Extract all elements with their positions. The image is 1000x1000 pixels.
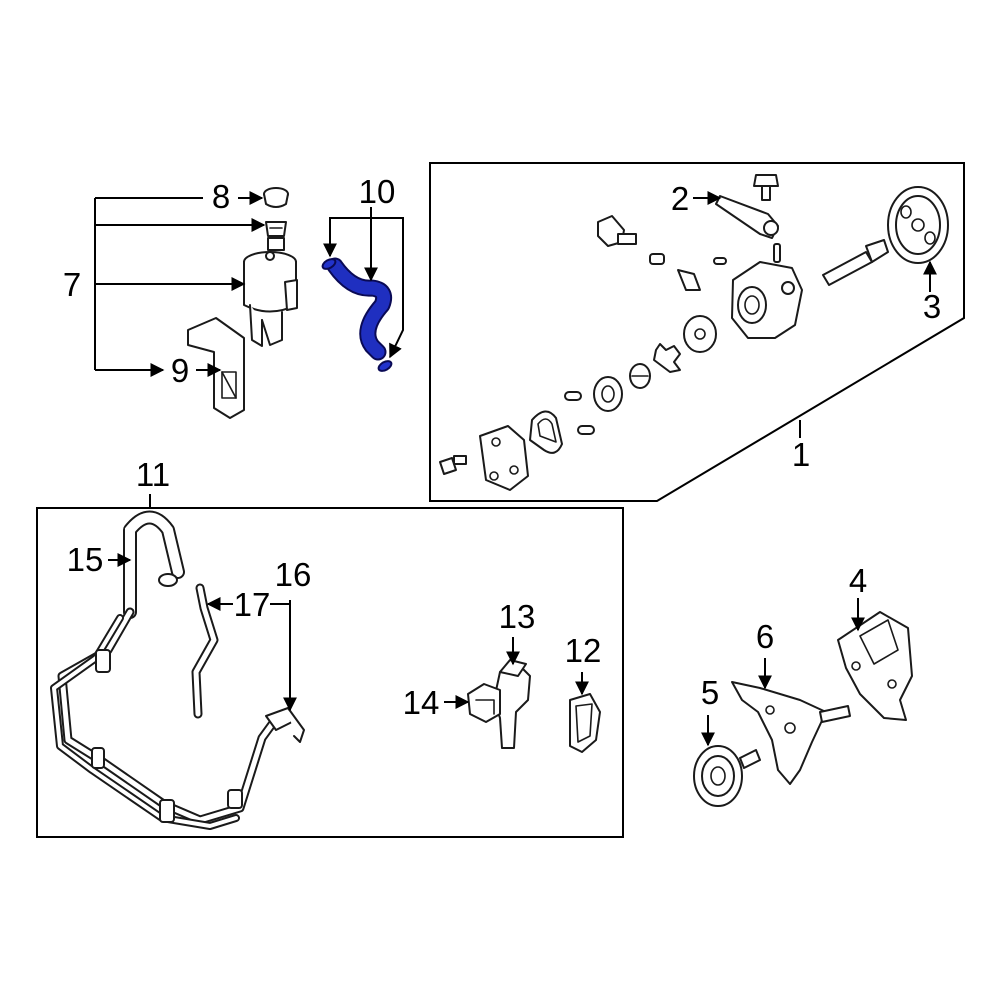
dowel-pin-b[interactable] xyxy=(577,425,595,435)
callout-14[interactable]: 14 xyxy=(403,684,440,721)
vane-rotor[interactable] xyxy=(629,363,651,389)
callout-13[interactable]: 13 xyxy=(499,598,536,635)
reservoir[interactable] xyxy=(243,237,298,347)
reservoir-filter[interactable] xyxy=(265,221,287,237)
leader-10-right xyxy=(371,217,404,359)
cover-bolt[interactable] xyxy=(439,455,467,475)
pressure-plate[interactable] xyxy=(593,376,623,412)
cooler-tube[interactable] xyxy=(191,583,219,719)
mounting-bracket[interactable] xyxy=(837,611,913,721)
callout-12[interactable]: 12 xyxy=(565,632,602,669)
rear-cover[interactable] xyxy=(479,425,529,491)
callout-16[interactable]: 16 xyxy=(275,556,312,593)
pump-body[interactable] xyxy=(731,261,803,339)
callout-6[interactable]: 6 xyxy=(756,618,774,655)
callout-3[interactable]: 3 xyxy=(923,288,941,325)
callout-7[interactable]: 7 xyxy=(63,266,81,303)
return-hose[interactable] xyxy=(123,510,185,619)
flow-control-valve[interactable] xyxy=(597,215,637,247)
pulley[interactable] xyxy=(887,186,949,264)
valve-spring[interactable] xyxy=(649,253,665,265)
valve-spool[interactable] xyxy=(677,269,701,291)
reservoir-cap[interactable] xyxy=(263,187,289,208)
adjuster-bracket[interactable] xyxy=(731,681,851,785)
reservoir-bracket[interactable] xyxy=(187,317,245,419)
idler-pulley[interactable] xyxy=(693,745,761,807)
drive-shaft[interactable] xyxy=(822,239,889,286)
callout-2[interactable]: 2 xyxy=(671,180,689,217)
clamp-bracket[interactable] xyxy=(569,693,601,753)
callout-8[interactable]: 8 xyxy=(212,178,230,215)
gasket[interactable] xyxy=(529,410,563,454)
pump-assembly-frame xyxy=(429,162,965,502)
callout-17[interactable]: 17 xyxy=(234,586,271,623)
rotor[interactable] xyxy=(653,343,681,373)
callout-15[interactable]: 15 xyxy=(67,541,104,578)
pin[interactable] xyxy=(773,243,781,263)
dowel-pin-a[interactable] xyxy=(564,391,582,401)
callout-5[interactable]: 5 xyxy=(701,674,719,711)
leader-10-left xyxy=(323,217,371,258)
small-pin[interactable] xyxy=(713,257,727,265)
callout-4[interactable]: 4 xyxy=(849,562,867,599)
cam-ring[interactable] xyxy=(683,315,717,353)
callout-1[interactable]: 1 xyxy=(792,436,810,473)
highlighted-hose[interactable] xyxy=(321,257,393,373)
pressure-line[interactable] xyxy=(50,607,305,830)
pressure-fitting[interactable] xyxy=(715,195,779,239)
callout-11[interactable]: 11 xyxy=(136,456,170,493)
clamp[interactable] xyxy=(467,683,501,723)
fitting-bolt[interactable] xyxy=(753,174,779,201)
callout-9[interactable]: 9 xyxy=(171,352,189,389)
callout-10[interactable]: 10 xyxy=(359,173,396,210)
lines-group-frame xyxy=(36,507,624,838)
